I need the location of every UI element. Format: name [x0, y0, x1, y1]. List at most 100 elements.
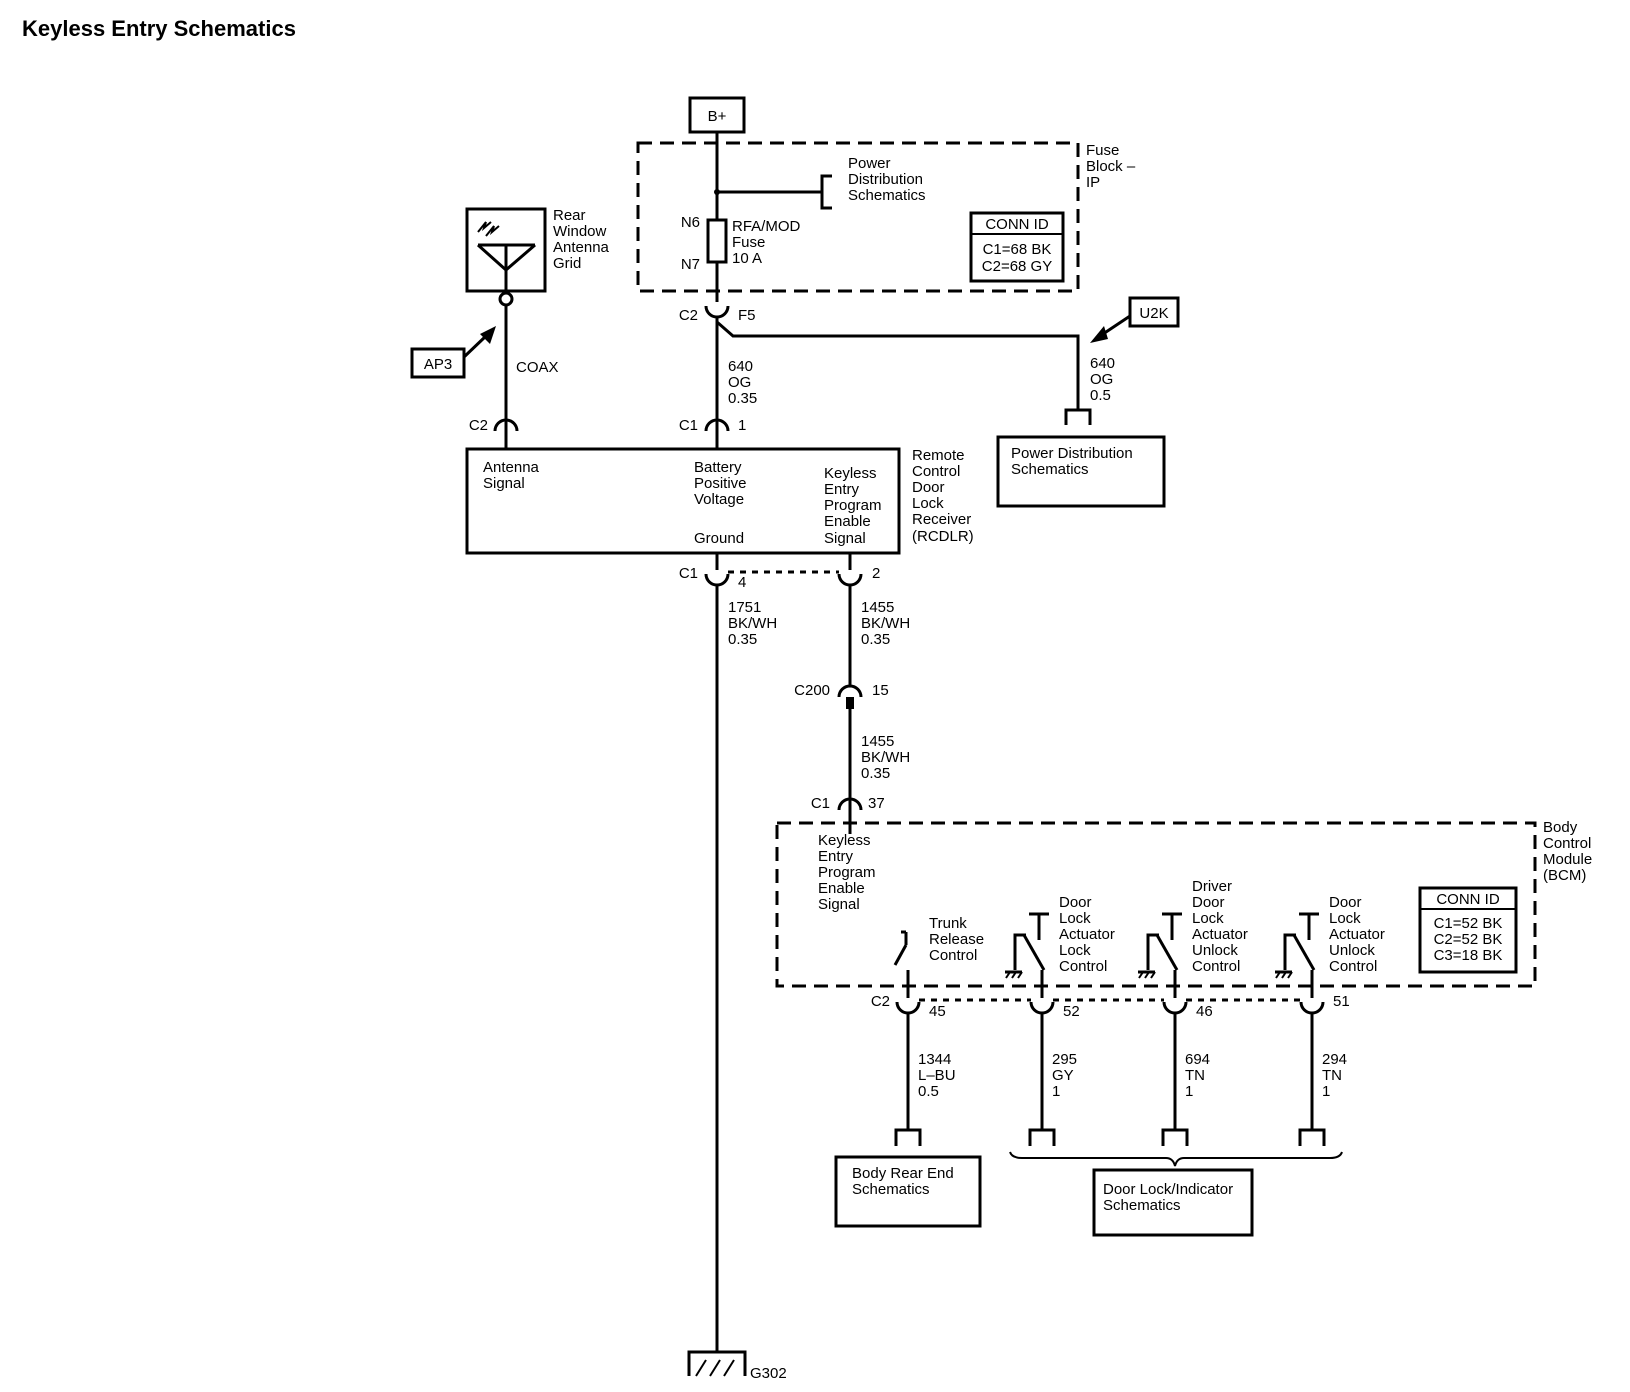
svg-text:C1=52 BK: C1=52 BK: [1434, 915, 1503, 932]
svg-text:Door: Door: [1059, 894, 1092, 911]
svg-text:Module: Module: [1543, 851, 1592, 868]
trunk-release-switch-icon: [893, 930, 910, 998]
svg-text:Unlock: Unlock: [1329, 942, 1375, 959]
svg-text:Control: Control: [929, 947, 977, 964]
svg-text:0.5: 0.5: [918, 1083, 939, 1100]
svg-text:C1=68 BK: C1=68 BK: [983, 241, 1052, 258]
svg-text:37: 37: [868, 795, 885, 812]
rcdlr-module: Antenna Signal Battery Positive Voltage …: [465, 447, 974, 555]
rear-window-antenna-grid: Rear Window Antenna Grid: [465, 207, 610, 293]
svg-text:640: 640: [1090, 355, 1115, 372]
door-lock-group-brace: [1009, 1151, 1343, 1167]
ground-wire-label: 1751 BK/WH 0.35: [728, 599, 777, 648]
u2k-wire-label: 640 OG 0.5: [1090, 355, 1115, 404]
fuse-output-pin: F5: [738, 307, 756, 324]
bcm-c1-connector: [837, 797, 863, 811]
svg-text:Door: Door: [912, 479, 945, 496]
svg-text:C2: C2: [469, 417, 488, 434]
svg-text:Lock: Lock: [1192, 910, 1224, 927]
fuse-pin-n7: N7: [681, 256, 700, 273]
door-unlock-label: Door Lock Actuator Unlock Control: [1329, 894, 1385, 975]
svg-text:Battery: Battery: [694, 459, 742, 476]
bcm-c2-connector-row: [895, 998, 1325, 1015]
svg-text:1: 1: [1322, 1083, 1330, 1100]
svg-text:1: 1: [1052, 1083, 1060, 1100]
antenna-rf-icon: [477, 221, 500, 237]
svg-text:Grid: Grid: [553, 255, 581, 272]
svg-text:C1: C1: [679, 417, 698, 434]
svg-text:Control: Control: [912, 463, 960, 480]
svg-text:TN: TN: [1322, 1067, 1342, 1084]
u2k-branch: U2K 640 OG 0.5 Power Distribution Schema…: [996, 296, 1180, 508]
svg-text:Actuator: Actuator: [1329, 926, 1385, 943]
u2k-ref-tag: [1128, 296, 1180, 328]
svg-text:0.35: 0.35: [861, 765, 890, 782]
c200-pin: 15: [872, 682, 889, 699]
svg-text:Actuator: Actuator: [1192, 926, 1248, 943]
trunk-release-pin: 45: [929, 1003, 946, 1020]
svg-text:1751: 1751: [728, 599, 761, 616]
svg-text:0.35: 0.35: [728, 390, 757, 407]
svg-text:Power: Power: [848, 155, 891, 172]
svg-text:Control: Control: [1059, 958, 1107, 975]
svg-text:Keyless: Keyless: [818, 832, 871, 849]
rcdlr-c1-battery-connector: [704, 418, 730, 432]
door-lock-indicator-schematics-box: Door Lock/Indicator Schematics: [1092, 1168, 1254, 1237]
svg-text:Lock: Lock: [1059, 942, 1091, 959]
svg-text:Door Lock/Indicator: Door Lock/Indicator: [1103, 1181, 1233, 1198]
page-title: Keyless Entry Schematics: [22, 16, 296, 41]
c200-connector: [837, 684, 863, 698]
bcm-c2-label: C2: [871, 993, 890, 1010]
b-plus-source: B+: [688, 96, 746, 134]
fuse-output-connector: C2: [679, 307, 698, 324]
svg-text:Schematics: Schematics: [848, 187, 926, 204]
coax-label: COAX: [516, 359, 559, 376]
svg-text:Control: Control: [1543, 835, 1591, 852]
svg-text:Schematics: Schematics: [852, 1181, 930, 1198]
svg-text:2: 2: [872, 565, 880, 582]
svg-text:C1: C1: [679, 565, 698, 582]
svg-text:4: 4: [738, 574, 746, 591]
svg-text:BK/WH: BK/WH: [728, 615, 777, 632]
svg-text:640: 640: [728, 358, 753, 375]
svg-text:Control: Control: [1192, 958, 1240, 975]
rcdlr-program-signal-label: Keyless Entry Program Enable Signal: [824, 465, 882, 547]
svg-text:C2=52 BK: C2=52 BK: [1434, 931, 1503, 948]
wire-1344-label: 1344 L–BU 0.5: [918, 1051, 956, 1100]
rcdlr-battery-voltage-label: Battery Positive Voltage: [694, 459, 747, 508]
svg-text:GY: GY: [1052, 1067, 1074, 1084]
rfa-mod-fuse-symbol: [706, 218, 728, 264]
svg-text:1455: 1455: [861, 599, 894, 616]
svg-text:C3=18 BK: C3=18 BK: [1434, 947, 1503, 964]
svg-text:RFA/MOD: RFA/MOD: [732, 218, 801, 235]
wire-694-label: 694 TN 1: [1185, 1051, 1210, 1100]
wire-640-label: 640 OG 0.35: [728, 358, 757, 407]
svg-text:L–BU: L–BU: [918, 1067, 956, 1084]
driver-door-unlock-label: Driver Door Lock Actuator Unlock Control: [1192, 878, 1248, 975]
svg-text:Lock: Lock: [1059, 910, 1091, 927]
svg-text:Power Distribution: Power Distribution: [1011, 445, 1133, 462]
driver-door-unlock-switch-icon: [1138, 912, 1182, 998]
svg-text:0.35: 0.35: [861, 631, 890, 648]
fuse-block-label: Fuse Block – IP: [1086, 142, 1136, 191]
svg-text:Driver: Driver: [1192, 878, 1232, 895]
svg-text:0.5: 0.5: [1090, 387, 1111, 404]
svg-text:1: 1: [738, 417, 746, 434]
svg-text:BK/WH: BK/WH: [861, 615, 910, 632]
svg-text:U2K: U2K: [1139, 305, 1168, 322]
svg-text:Body: Body: [1543, 819, 1578, 836]
u2k-branch-wire: [716, 320, 1080, 410]
svg-text:(RCDLR): (RCDLR): [912, 528, 974, 545]
svg-text:Block –: Block –: [1086, 158, 1136, 175]
svg-text:294: 294: [1322, 1051, 1347, 1068]
fuse-block-ip: Fuse Block – IP Power Distribution Schem…: [636, 141, 1136, 293]
svg-text:Remote: Remote: [912, 447, 965, 464]
svg-text:C2=68 GY: C2=68 GY: [982, 258, 1052, 275]
body-rear-end-schematics-box: Body Rear End Schematics: [834, 1155, 982, 1228]
rcdlr-c1-signal-connector: [837, 573, 863, 587]
svg-text:Distribution: Distribution: [848, 171, 923, 188]
wire-294-label: 294 TN 1: [1322, 1051, 1347, 1100]
svg-text:IP: IP: [1086, 174, 1100, 191]
svg-text:Voltage: Voltage: [694, 491, 744, 508]
svg-text:Trunk: Trunk: [929, 915, 967, 932]
